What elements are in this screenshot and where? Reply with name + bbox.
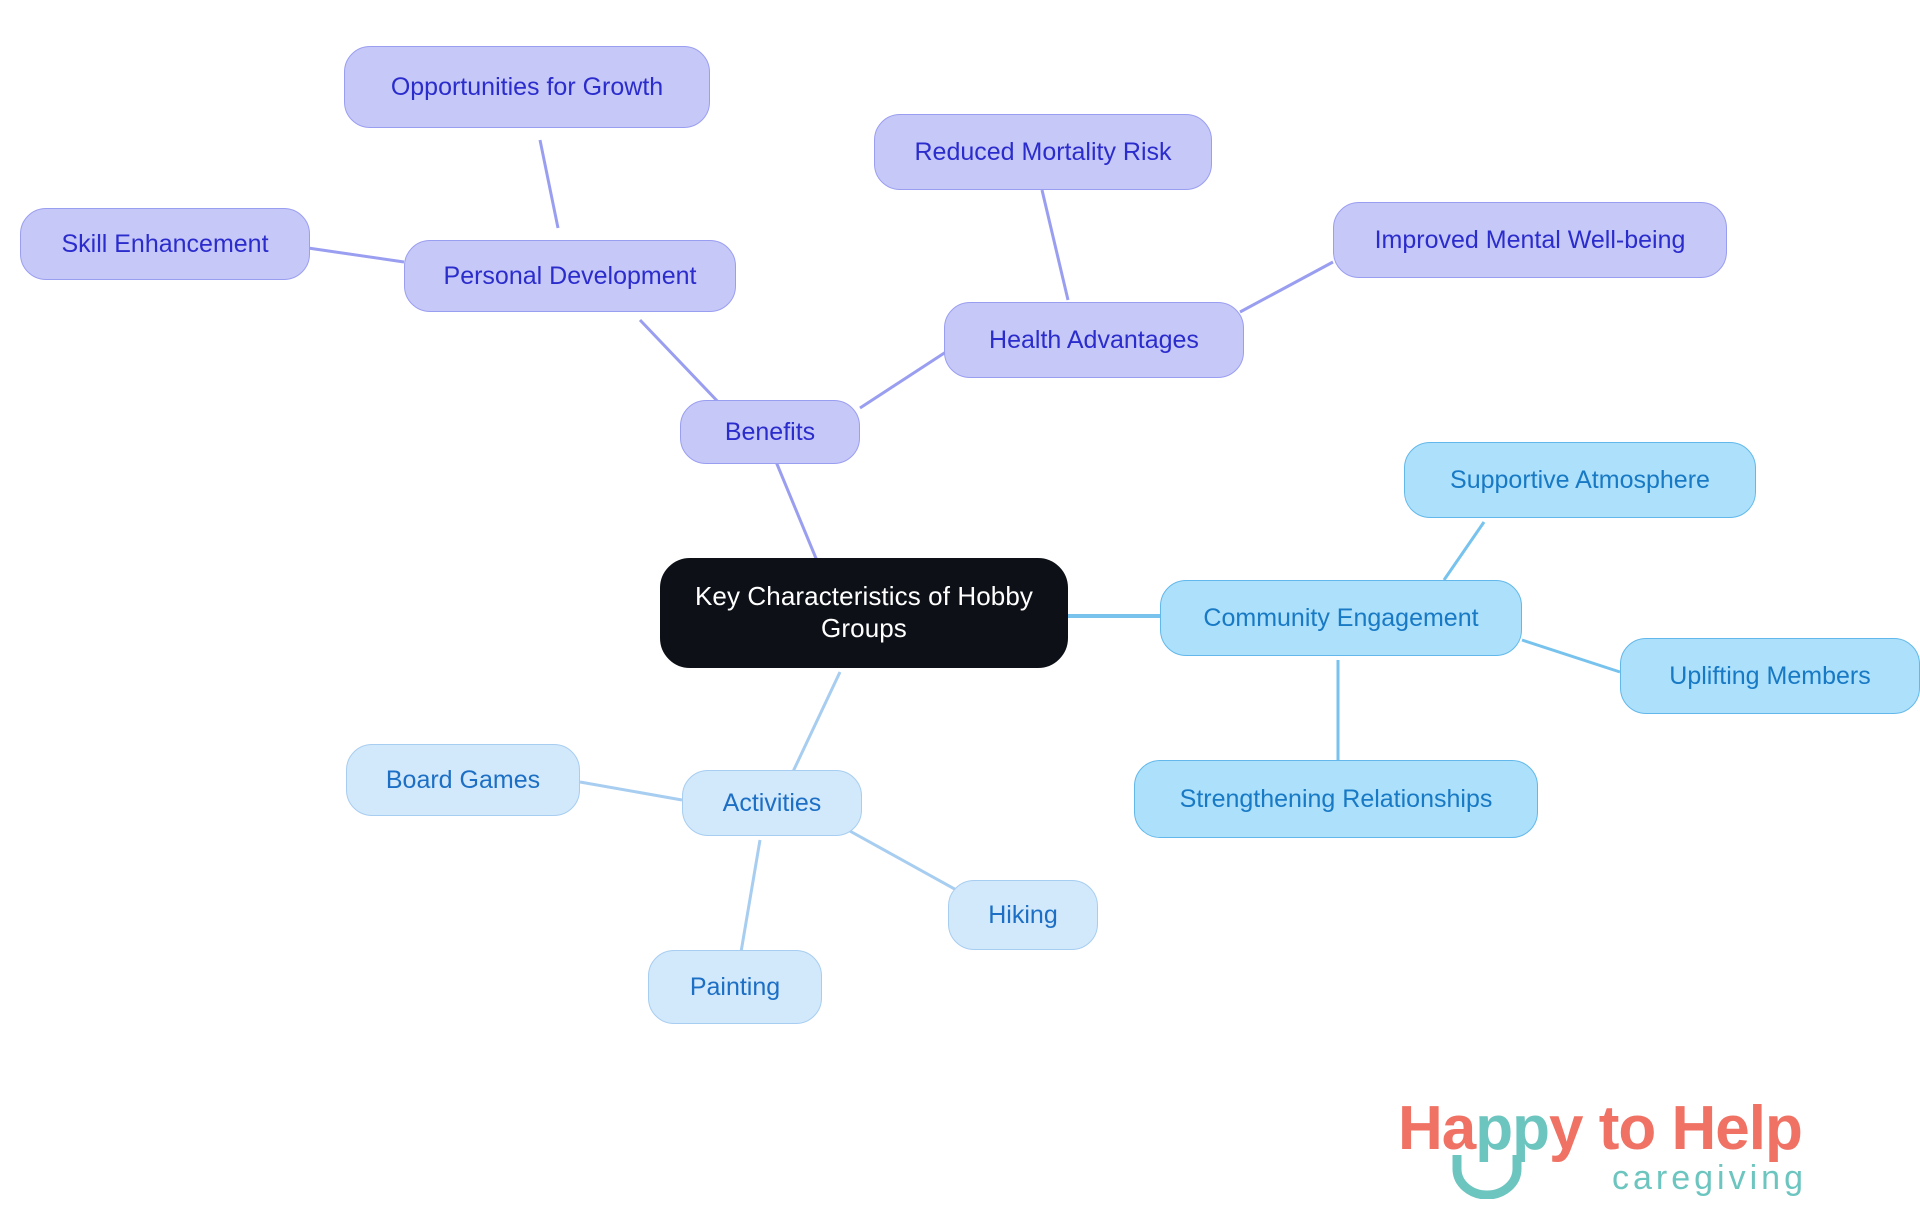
node-hiking[interactable]: Hiking [948, 880, 1098, 950]
edge-root-activities [788, 671, 842, 779]
node-root[interactable]: Key Characteristics of Hobby Groups [660, 558, 1068, 668]
node-benefits[interactable]: Benefits [680, 400, 860, 464]
node-board-games[interactable]: Board Games [346, 744, 580, 816]
node-community-engagement[interactable]: Community Engagement [1160, 580, 1522, 656]
node-painting[interactable]: Painting [648, 950, 822, 1024]
node-opportunities-for-growth[interactable]: Opportunities for Growth [344, 46, 710, 128]
node-health-advantages[interactable]: Health Advantages [944, 302, 1244, 378]
logo-subtitle: caregiving [1612, 1159, 1807, 1197]
node-strengthening-relationships[interactable]: Strengthening Relationships [1134, 760, 1538, 838]
edge-community-uplifting-members [1521, 638, 1621, 674]
smile-icon [1452, 1155, 1522, 1199]
edge-root-benefits [770, 451, 822, 569]
edge-community-supportive-atmosphere [1442, 521, 1486, 581]
node-improved-mental-well-being[interactable]: Improved Mental Well-being [1333, 202, 1727, 278]
logo-part-2: pp [1475, 1094, 1550, 1163]
edge-benefits-personal-development [638, 318, 724, 408]
edge-personal-development-opportunities [538, 139, 560, 229]
node-skill-enhancement[interactable]: Skill Enhancement [20, 208, 310, 280]
edge-activities-hiking [847, 828, 961, 894]
logo-part-1: Ha [1398, 1094, 1476, 1163]
logo-part-3: y to Help [1549, 1094, 1803, 1163]
node-uplifting-members[interactable]: Uplifting Members [1620, 638, 1920, 714]
logo-wordmark: Happy to Help [1398, 1093, 1803, 1164]
edge-health-advantages-reduced-mortality [1040, 189, 1070, 301]
edge-benefits-health-advantages [859, 346, 953, 410]
brand-logo: Happy to Help caregiving [1398, 1093, 1898, 1203]
node-personal-development[interactable]: Personal Development [404, 240, 736, 312]
node-reduced-mortality-risk[interactable]: Reduced Mortality Risk [874, 114, 1212, 190]
edge-activities-painting [738, 839, 762, 959]
edge-health-advantages-improved-mental [1239, 260, 1334, 314]
edge-personal-development-skill-enhancement [307, 246, 405, 264]
node-supportive-atmosphere[interactable]: Supportive Atmosphere [1404, 442, 1756, 518]
edge-activities-board-games [579, 780, 683, 802]
node-activities[interactable]: Activities [682, 770, 862, 836]
